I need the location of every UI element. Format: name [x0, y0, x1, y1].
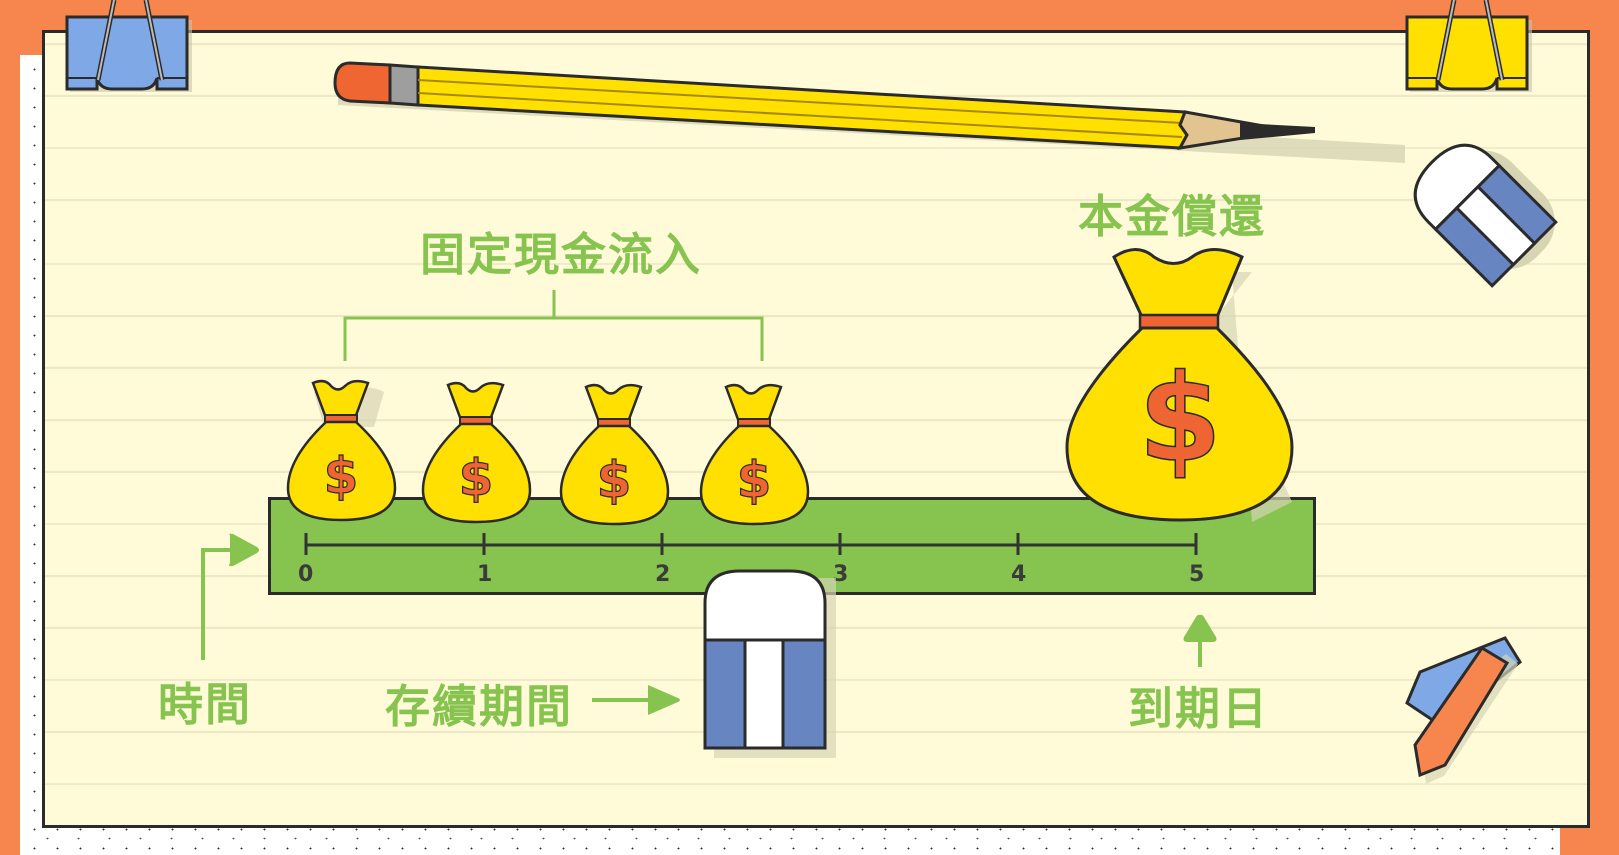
binder-clip-icon: [1405, 0, 1532, 92]
money-bag-icon: $: [559, 383, 670, 526]
lined-paper: [42, 30, 1590, 828]
pencil-icon: [333, 61, 1405, 163]
eraser-icon: [1413, 143, 1558, 288]
svg-text:$: $: [597, 451, 632, 509]
tick-label-3: 3: [833, 562, 849, 587]
principal-title: 本金償還: [1078, 190, 1267, 243]
money-bag-icon: $: [286, 379, 397, 522]
tick-label-4: 4: [1011, 562, 1027, 587]
svg-text:$: $: [459, 449, 494, 507]
time-arrow-icon: [201, 533, 259, 660]
inflow-bracket: [343, 290, 764, 361]
tick-label-5: 5: [1189, 562, 1205, 587]
tick-label-2: 2: [655, 562, 671, 587]
tick-label-0: 0: [298, 562, 314, 587]
maturity-label: 到期日: [1128, 682, 1270, 735]
sticky-tabs-icon: [1405, 636, 1522, 784]
money-bag-icon: $: [421, 381, 532, 524]
binder-clip-icon: [65, 0, 192, 92]
svg-text:$: $: [1138, 350, 1222, 489]
tick-label-1: 1: [477, 562, 493, 587]
time-label: 時間: [158, 678, 253, 731]
duration-label: 存續期間: [385, 680, 574, 733]
money-bag-icon: $: [699, 383, 810, 526]
inflow-title: 固定現金流入: [420, 228, 703, 281]
money-bag-icon: $: [1065, 248, 1294, 522]
eraser-icon: [703, 569, 836, 758]
svg-text:$: $: [324, 447, 359, 505]
maturity-arrow-icon: [1183, 614, 1217, 667]
svg-text:$: $: [737, 451, 772, 509]
timeline-axis: [304, 533, 1198, 555]
duration-arrow-icon: [592, 685, 680, 715]
orange-border-right: [1590, 0, 1619, 855]
